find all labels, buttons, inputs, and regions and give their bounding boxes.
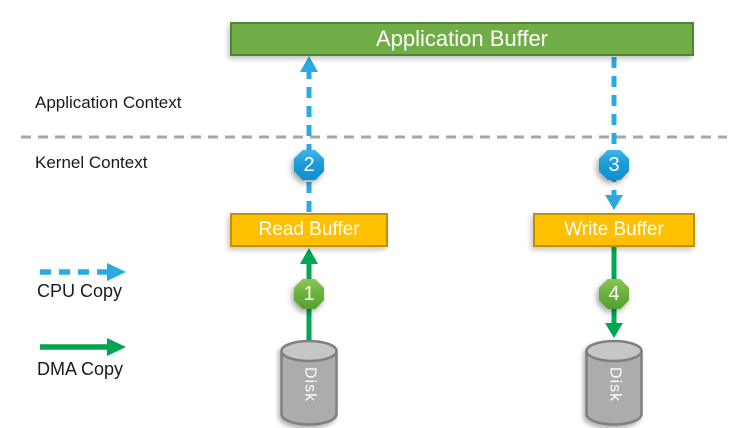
- write-buffer-node: Write Buffer: [533, 213, 695, 247]
- disk-right-icon: [585, 339, 643, 426]
- read-buffer-node: Read Buffer: [230, 213, 388, 247]
- legend-dma-copy-label: DMA Copy: [37, 359, 124, 379]
- step-badge-2-number: 2: [294, 150, 324, 180]
- legend-dma-copy-arrow-icon: [40, 338, 126, 356]
- step-badge-4-number: 4: [599, 279, 629, 309]
- legend-cpu-copy-arrow-icon: [40, 263, 126, 281]
- step-badge-2: 2: [294, 150, 324, 180]
- kernel-context-label: Kernel Context: [35, 153, 148, 172]
- step-badge-3: 3: [599, 150, 629, 180]
- disk-left-icon: [280, 339, 338, 426]
- read-buffer-label: Read Buffer: [258, 219, 360, 240]
- write-buffer-label: Write Buffer: [564, 219, 664, 240]
- application-context-label: Application Context: [35, 93, 182, 112]
- step-badge-3-number: 3: [599, 150, 629, 180]
- step-badge-1-number: 1: [294, 279, 324, 309]
- step-badge-4: 4: [599, 279, 629, 309]
- cpu-copy-arrow-step3: [605, 57, 623, 210]
- disk-right-label: Disk: [606, 367, 624, 403]
- application-buffer-label: Application Buffer: [375, 26, 549, 51]
- disk-left-label: Disk: [301, 367, 319, 403]
- legend-cpu-copy-label: CPU Copy: [37, 281, 123, 301]
- application-buffer-node: Application Buffer: [230, 22, 694, 56]
- cpu-copy-arrow-step2: [300, 56, 318, 212]
- step-badge-1: 1: [294, 279, 324, 309]
